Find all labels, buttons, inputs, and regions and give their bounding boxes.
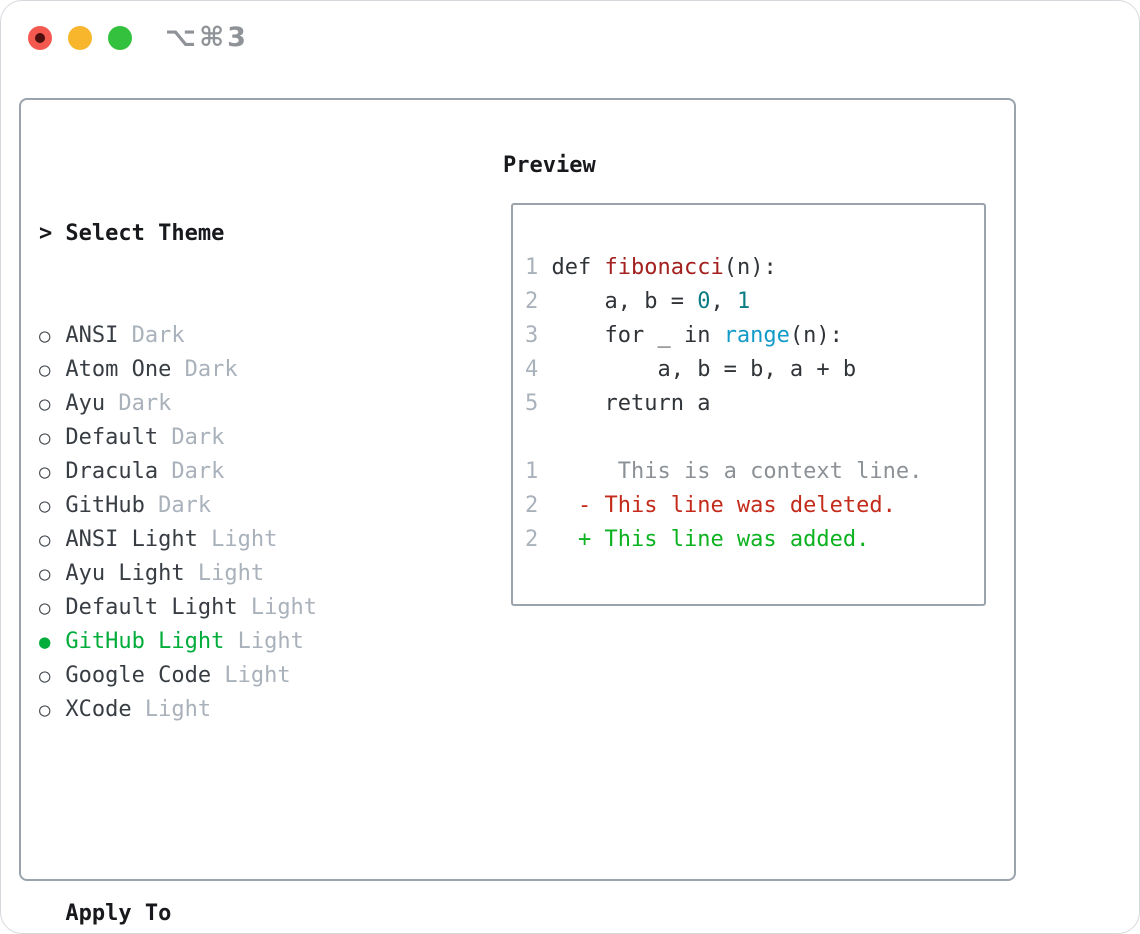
theme-option-dracula[interactable]: ○ Dracula Dark	[39, 455, 410, 489]
theme-option-ansi-light[interactable]: ○ ANSI Light Light	[39, 523, 410, 557]
radio-circle-icon: ○	[39, 699, 51, 721]
theme-variant-label: Dark	[171, 357, 238, 382]
theme-list-section: > Select Theme ○ ANSI Dark ○ Atom One Dark ○ A…	[39, 149, 410, 933]
theme-list: ○ ANSI Dark ○ Atom One Dark ○ Ayu Dark ○ Defaul…	[39, 319, 410, 727]
theme-option-ayu-light[interactable]: ○ Ayu Light Light	[39, 557, 410, 591]
code-line: 2 - This line was deleted.	[525, 493, 896, 518]
radio-circle-icon: ○	[39, 461, 51, 483]
theme-name: Google Code	[65, 663, 212, 688]
focus-caret-icon: >	[39, 221, 53, 246]
theme-name: Ayu Light	[65, 561, 185, 586]
spacer	[39, 795, 410, 829]
radio-circle-icon: ○	[39, 427, 51, 449]
radio-circle-icon: ○	[39, 325, 51, 347]
code-line: 5 return a	[525, 391, 711, 416]
code-line: 3 for _ in range(n):	[525, 323, 843, 348]
radio-selected-icon: ●	[39, 631, 51, 653]
theme-dialog-panel: > Select Theme ○ ANSI Dark ○ Atom One Dark ○ A…	[19, 98, 1016, 926]
theme-option-google-code[interactable]: ○ Google Code Light	[39, 659, 410, 693]
code-line: 4 a, b = b, a + b	[525, 357, 857, 382]
maximize-button[interactable]	[108, 26, 132, 50]
theme-option-default-light[interactable]: ○ Default Light Light	[39, 591, 410, 625]
theme-name: Ayu	[65, 391, 106, 416]
theme-variant-label: Dark	[144, 493, 212, 518]
theme-variant-label: Light	[237, 595, 318, 620]
theme-option-default[interactable]: ○ Default Dark	[39, 421, 410, 455]
theme-name: Default	[65, 425, 159, 450]
radio-circle-icon: ○	[39, 495, 51, 517]
record-dot-icon	[35, 33, 45, 43]
theme-option-ayu[interactable]: ○ Ayu Dark	[39, 387, 410, 421]
theme-name: Atom One	[65, 357, 172, 382]
theme-variant-label: Light	[131, 697, 212, 722]
theme-variant-label: Dark	[105, 391, 172, 416]
theme-name: XCode	[65, 697, 132, 722]
minimize-button[interactable]	[68, 26, 92, 50]
radio-circle-icon: ○	[39, 597, 51, 619]
close-button[interactable]	[28, 26, 52, 50]
select-theme-header: > Select Theme	[39, 217, 410, 251]
preview-pane: 1 def fibonacci(n): 2 a, b = 0, 1 3 for _ …	[511, 203, 986, 606]
radio-circle-icon: ○	[39, 665, 51, 687]
theme-variant-label: Light	[224, 629, 304, 654]
theme-name: Dracula	[65, 459, 159, 484]
theme-variant-label: Light	[184, 561, 265, 586]
theme-variant-label: Dark	[118, 323, 185, 348]
theme-option-atom-one[interactable]: ○ Atom One Dark	[39, 353, 410, 387]
radio-circle-icon: ○	[39, 393, 51, 415]
radio-circle-icon: ○	[39, 563, 51, 585]
radio-circle-icon: ○	[39, 529, 51, 551]
theme-variant-label: Light	[211, 663, 291, 688]
code-line: 1 This is a context line.	[525, 459, 923, 484]
theme-name: Default Light	[65, 595, 238, 620]
code-line: 2 a, b = 0, 1	[525, 289, 751, 314]
theme-variant-label: Dark	[158, 459, 225, 484]
code-line: 1 def fibonacci(n):	[525, 255, 777, 280]
apply-to-header: Apply To	[65, 901, 172, 926]
theme-variant-label: Dark	[158, 425, 225, 450]
theme-option-github-light[interactable]: ● GitHub Light Light	[39, 625, 410, 659]
window-title: ⌥⌘3	[165, 22, 249, 53]
radio-circle-icon: ○	[39, 359, 51, 381]
preview-header: Preview	[503, 153, 596, 178]
code-line: 2 + This line was added.	[525, 527, 870, 552]
theme-option-ansi[interactable]: ○ ANSI Dark	[39, 319, 410, 353]
theme-name: GitHub Light	[65, 629, 225, 654]
theme-name: GitHub	[65, 493, 145, 518]
theme-name: ANSI	[65, 323, 119, 348]
theme-name: ANSI Light	[65, 527, 198, 552]
code-line	[525, 421, 984, 455]
select-theme-header-label: Select Theme	[65, 221, 225, 246]
theme-variant-label: Light	[197, 527, 278, 552]
theme-option-xcode[interactable]: ○ XCode Light	[39, 693, 410, 727]
theme-option-github[interactable]: ○ GitHub Dark	[39, 489, 410, 523]
